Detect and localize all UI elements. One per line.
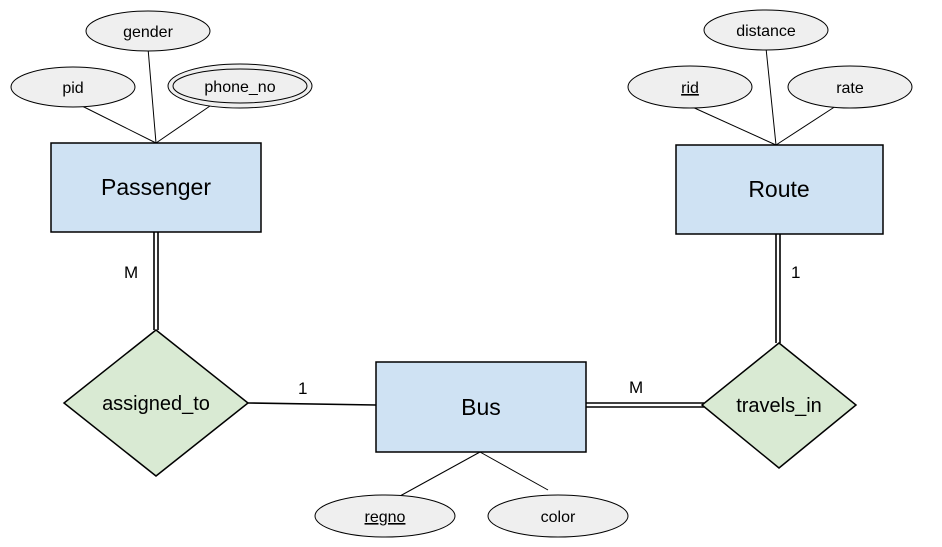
relationship-assigned-to[interactable]: assigned_to bbox=[62, 329, 250, 477]
link-rate-route bbox=[775, 105, 837, 146]
attribute-pid-label: pid bbox=[62, 80, 83, 97]
entity-route[interactable]: Route bbox=[675, 144, 884, 235]
cardinality-bus-assigned: 1 bbox=[298, 379, 307, 398]
link-gender-passenger bbox=[147, 47, 157, 144]
entity-route-label: Route bbox=[748, 176, 809, 202]
attribute-phone-no-multivalued[interactable]: phone_no bbox=[167, 63, 313, 109]
relationship-travels-in[interactable]: travels_in bbox=[700, 342, 858, 469]
link-assigned-bus bbox=[247, 402, 377, 406]
attribute-color-label: color bbox=[541, 509, 576, 526]
attribute-distance-label: distance bbox=[736, 23, 796, 40]
attribute-color[interactable]: color bbox=[487, 494, 629, 538]
attribute-regno-key[interactable]: regno bbox=[314, 494, 456, 538]
cardinality-passenger-assigned: M bbox=[124, 263, 138, 282]
attribute-rate-label: rate bbox=[836, 80, 864, 97]
link-color-bus bbox=[479, 451, 549, 491]
attribute-pid[interactable]: pid bbox=[10, 66, 136, 108]
link-phone-passenger bbox=[155, 105, 211, 144]
relationship-travels-in-label: travels_in bbox=[736, 395, 822, 417]
attribute-gender-label: gender bbox=[123, 24, 173, 41]
entity-bus-label: Bus bbox=[461, 394, 501, 420]
entity-passenger[interactable]: Passenger bbox=[50, 142, 262, 233]
link-pid-passenger bbox=[81, 105, 157, 144]
attribute-distance[interactable]: distance bbox=[703, 9, 829, 51]
entity-passenger-label: Passenger bbox=[101, 174, 211, 200]
attribute-rate[interactable]: rate bbox=[787, 65, 913, 109]
link-distance-route bbox=[765, 47, 777, 146]
attribute-gender[interactable]: gender bbox=[85, 10, 211, 52]
cardinality-bus-travels: M bbox=[629, 378, 643, 397]
attribute-phone-no-label: phone_no bbox=[204, 79, 275, 96]
link-regno-bus bbox=[399, 451, 481, 497]
attribute-regno-label: regno bbox=[365, 509, 406, 526]
attribute-rid-key[interactable]: rid bbox=[627, 65, 753, 109]
link-rid-route bbox=[689, 105, 777, 146]
cardinality-route-travels: 1 bbox=[791, 263, 800, 282]
attribute-rid-label: rid bbox=[681, 80, 699, 97]
relationship-assigned-to-label: assigned_to bbox=[102, 393, 210, 415]
entity-bus[interactable]: Bus bbox=[375, 361, 587, 453]
